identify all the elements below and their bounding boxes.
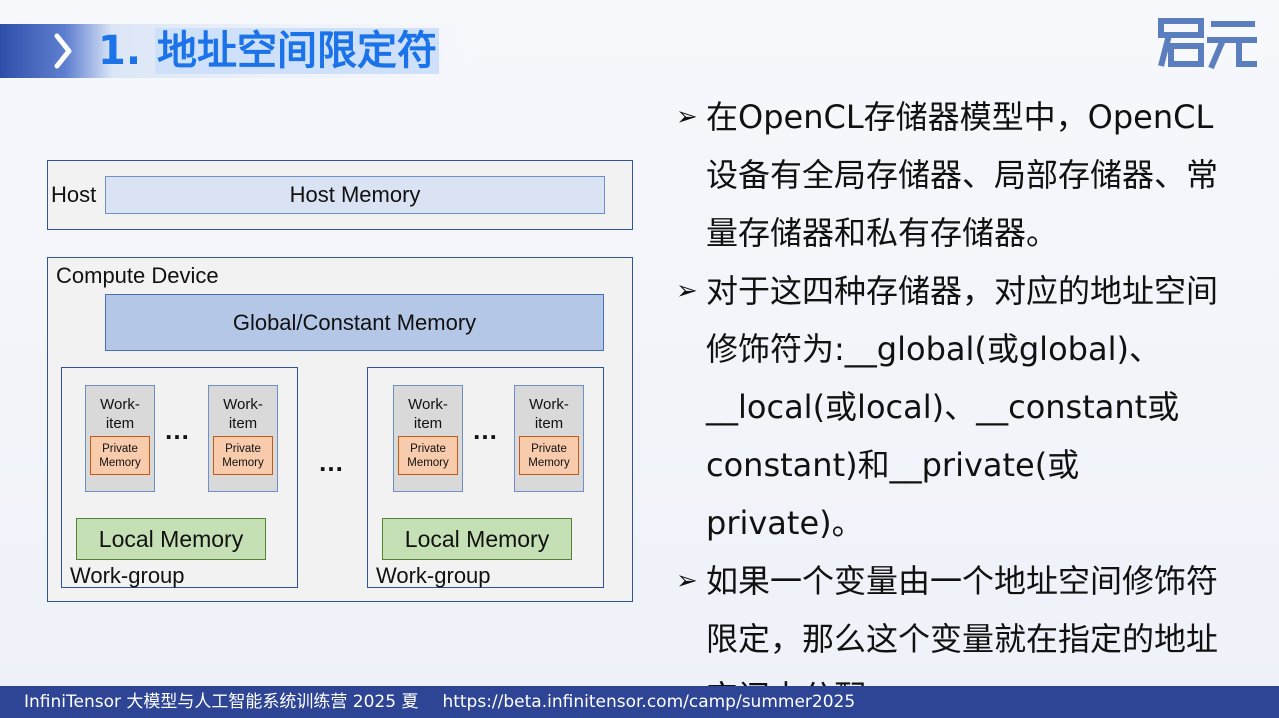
ellipsis: …	[318, 447, 345, 477]
title-number: 1.	[98, 28, 142, 74]
arrow-bullet-icon: ➢	[676, 276, 698, 306]
ellipsis: …	[164, 415, 191, 445]
local-memory-box: Local Memory	[382, 518, 572, 560]
private-memory-box: Private Memory	[519, 436, 579, 475]
local-memory-label: Local Memory	[404, 525, 550, 552]
footer-text: InfiniTensor 大模型与人工智能系统训练营 2025 夏	[24, 692, 419, 712]
work-item-box: Work- item Private Memory	[85, 385, 155, 492]
work-item-label: Work- item	[529, 396, 569, 432]
work-item-label: Work- item	[408, 396, 448, 432]
private-memory-box: Private Memory	[213, 436, 273, 475]
host-memory-box: Host Memory	[105, 176, 605, 214]
work-item-box: Work- item Private Memory	[514, 385, 584, 492]
bullet-text: 在OpenCL存储器模型中，OpenCL设备有全局存储器、局部存储器、常量存储器…	[706, 98, 1219, 252]
footer-url[interactable]: https://beta.infinitensor.com/camp/summe…	[442, 692, 856, 712]
work-item-box: Work- item Private Memory	[393, 385, 463, 492]
footer-bar: InfiniTensor 大模型与人工智能系统训练营 2025 夏 https:/…	[0, 686, 1279, 718]
arrow-bullet-icon: ➢	[676, 566, 698, 596]
qiyuan-logo	[1158, 18, 1257, 70]
bullet-item: ➢ 在OpenCL存储器模型中，OpenCL设备有全局存储器、局部存储器、常量存…	[676, 88, 1236, 262]
page-title: 1. 地址空间限定符	[98, 26, 439, 76]
bullet-text: 对于这四种存储器，对应的地址空间修饰符为:__global(或global)、_…	[706, 272, 1219, 542]
host-memory-label: Host Memory	[289, 182, 421, 207]
local-memory-box: Local Memory	[76, 518, 266, 560]
bullet-list: ➢ 在OpenCL存储器模型中，OpenCL设备有全局存储器、局部存储器、常量存…	[676, 88, 1236, 718]
work-item-box: Work- item Private Memory	[208, 385, 278, 492]
compute-device-label: Compute Device	[56, 263, 219, 288]
local-memory-label: Local Memory	[98, 525, 244, 552]
work-item-label: Work- item	[223, 396, 263, 432]
global-memory-label: Global/Constant Memory	[232, 309, 477, 335]
bullet-item: ➢ 对于这四种存储器，对应的地址空间修饰符为:__global(或global)…	[676, 262, 1236, 552]
work-group-label: Work-group	[376, 563, 491, 588]
host-label: Host	[51, 182, 97, 207]
ellipsis: …	[472, 415, 499, 445]
chevron-right-icon	[54, 33, 72, 69]
work-group-label: Work-group	[70, 563, 185, 588]
title-text: 地址空间限定符	[154, 28, 439, 74]
private-memory-box: Private Memory	[398, 436, 458, 475]
work-item-label: Work- item	[100, 396, 140, 432]
arrow-bullet-icon: ➢	[676, 102, 698, 132]
global-constant-memory-box: Global/Constant Memory	[105, 294, 604, 351]
private-memory-box: Private Memory	[90, 436, 150, 475]
